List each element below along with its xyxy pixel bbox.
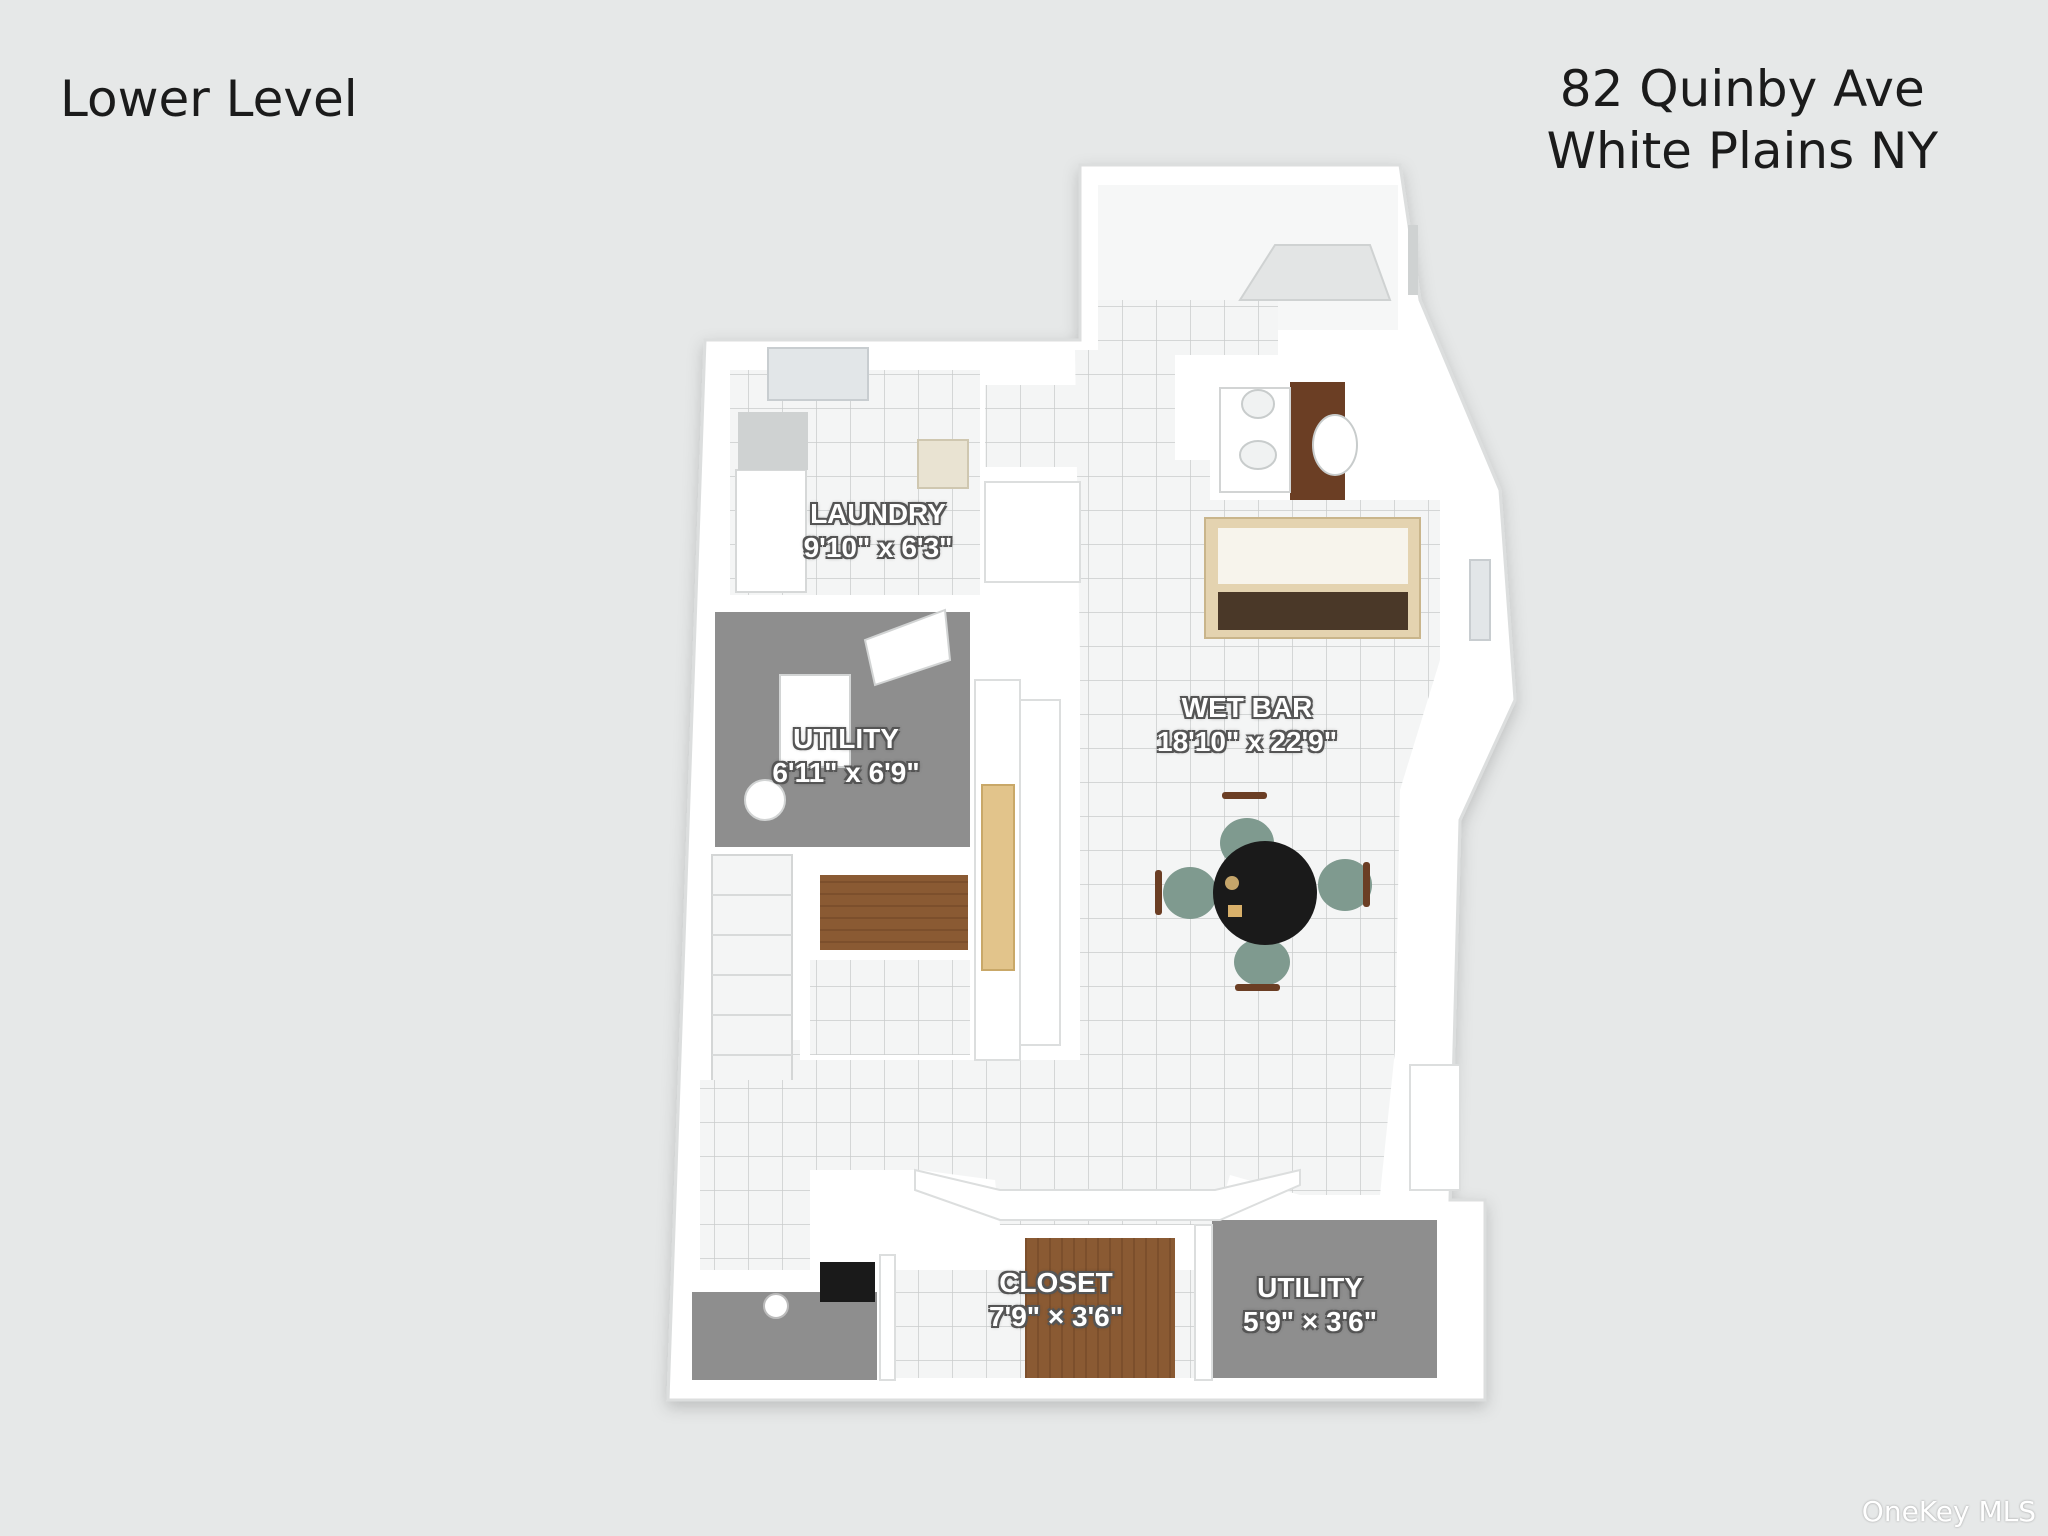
hall-floor	[810, 960, 970, 1055]
chair	[1163, 867, 1217, 919]
table-item	[1225, 876, 1239, 890]
window-right-lower	[1409, 1064, 1461, 1191]
room-dimensions: 9'10" x 6'3"	[803, 532, 953, 563]
room-label-utility-right: UTILITY 5'9" × 3'6"	[1243, 1271, 1377, 1339]
tank-icon	[744, 779, 786, 821]
closet-stair	[984, 481, 1081, 583]
laundry-window	[767, 347, 869, 401]
bottom-left-door	[820, 1262, 875, 1302]
bar-divider	[1019, 699, 1061, 1046]
address-line-1: 82 Quinby Ave	[1559, 60, 1925, 118]
laundry-counter	[738, 412, 808, 470]
laundry-sink	[917, 439, 969, 489]
room-name: UTILITY	[793, 723, 899, 754]
shower-floor	[985, 385, 1080, 467]
wine-bottles	[1218, 528, 1408, 630]
chair	[1318, 859, 1372, 911]
closet-wood-floor	[1025, 1238, 1175, 1378]
wood-bench	[820, 875, 968, 950]
dining-table	[1213, 841, 1317, 945]
room-name: CLOSET	[999, 1267, 1113, 1298]
water-heater	[779, 674, 851, 768]
address: 82 Quinby Ave White Plains NY	[1547, 58, 1938, 182]
bar-counter	[981, 784, 1015, 971]
washer	[735, 469, 807, 593]
entry-floor	[1098, 300, 1278, 355]
window-right	[1469, 559, 1491, 641]
room-name: WET BAR	[1181, 692, 1313, 723]
bottom-right-utility	[1212, 1220, 1437, 1378]
room-dimensions: 18'10" x 22'9"	[1156, 726, 1338, 757]
toilet-icon	[1312, 414, 1358, 476]
corridor-floor	[700, 1080, 810, 1270]
room-dimensions: 6'11" x 6'9"	[772, 757, 920, 788]
room-dimensions: 7'9" × 3'6"	[988, 1301, 1124, 1332]
dining-set	[1155, 792, 1372, 991]
sink-icon	[1241, 389, 1275, 419]
room-label-closet: CLOSET 7'9" × 3'6"	[989, 1266, 1123, 1334]
room-label-utility-left: UTILITY 6'11" x 6'9"	[772, 722, 919, 790]
table-item	[1228, 905, 1242, 917]
room-label-laundry: LAUNDRY 9'10" x 6'3"	[804, 497, 953, 565]
utility-door	[863, 608, 952, 687]
watermark: OneKey MLS	[1861, 1495, 2036, 1528]
room-dimensions: 5'9" × 3'6"	[1242, 1306, 1378, 1337]
sink-icon	[1239, 440, 1277, 470]
entry-stairs	[1238, 244, 1392, 301]
stair-treads	[712, 894, 792, 1056]
level-title: Lower Level	[60, 70, 358, 128]
pipe-icon	[763, 1293, 789, 1319]
room-name: LAUNDRY	[810, 498, 946, 529]
entry-railing	[1408, 225, 1418, 295]
chair	[1234, 938, 1290, 986]
address-line-2: White Plains NY	[1546, 122, 1938, 180]
room-label-wet-bar: WET BAR 18'10" x 22'9"	[1157, 691, 1337, 759]
room-name: UTILITY	[1257, 1272, 1363, 1303]
left-stairs	[711, 854, 793, 1101]
